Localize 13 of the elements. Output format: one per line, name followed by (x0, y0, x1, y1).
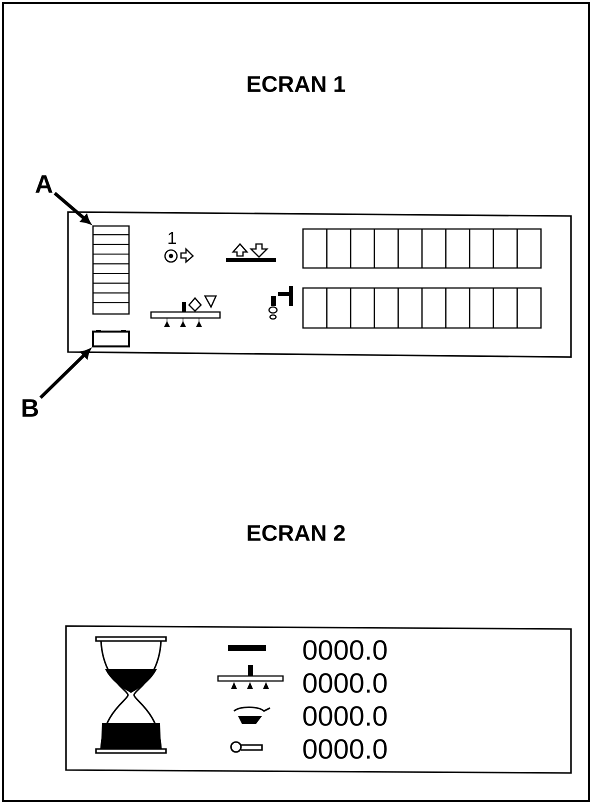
channel-number: 1 (168, 232, 176, 244)
battery-icon (92, 330, 130, 348)
callout-letter: B (22, 399, 38, 417)
counter-value: 0000.0 (303, 640, 387, 660)
counter-value: 0000.0 (303, 706, 387, 726)
bar-gauge (92, 225, 130, 315)
screen-title: ECRAN 1 (248, 76, 346, 92)
arrow (39, 348, 90, 399)
arrow (54, 192, 91, 224)
counter-value: 0000.0 (303, 673, 387, 693)
callout-letter: A (35, 175, 52, 193)
counter-value: 0000.0 (303, 739, 387, 759)
screen-title: ECRAN 2 (248, 524, 345, 542)
